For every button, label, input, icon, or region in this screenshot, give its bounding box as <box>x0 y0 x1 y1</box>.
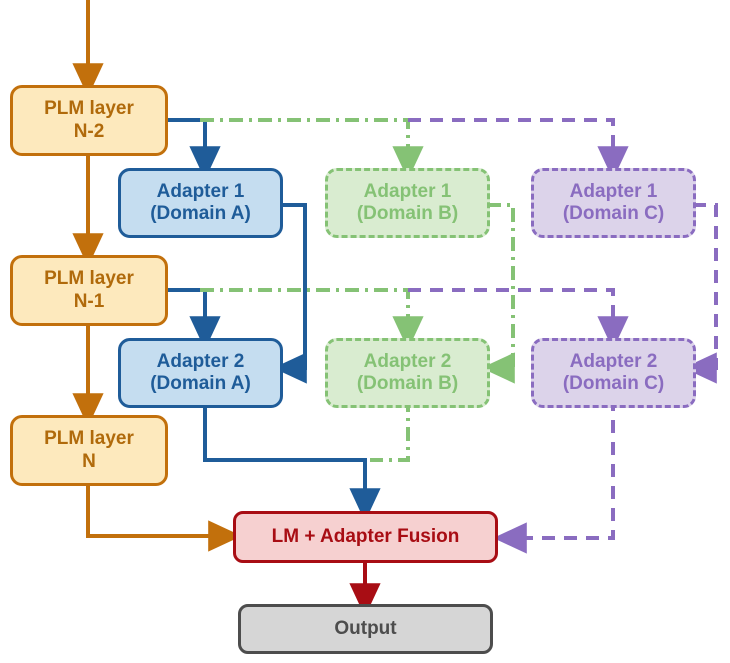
node-label-line2: (Domain C) <box>562 373 665 394</box>
node-adapter-1-domain-a[interactable]: Adapter 1 (Domain A) <box>118 168 283 238</box>
node-label-line2: N <box>82 450 96 472</box>
node-label-line1: Output <box>334 617 397 639</box>
node-label-line2: (Domain A) <box>150 203 251 224</box>
edge-plm-n1-to-adapter2-a <box>168 288 221 350</box>
edge-plm-n2-to-adapter1-c <box>408 118 629 180</box>
edge-adapter1-b-to-adapter2-b <box>481 203 515 384</box>
node-plm-layer-n-1[interactable]: PLM layer N-1 <box>10 255 168 326</box>
edge-plm-n2-to-adapter1-a <box>168 118 221 180</box>
node-label-line1: Adapter 2 <box>363 350 452 372</box>
node-adapter-2-domain-a[interactable]: Adapter 2 (Domain A) <box>118 338 283 408</box>
edge-adapter2-c-to-fusion <box>493 398 615 554</box>
node-label-line2: (Domain A) <box>150 373 251 394</box>
node-label-line1: PLM layer <box>44 428 134 450</box>
node-plm-layer-n-2[interactable]: PLM layer N-2 <box>10 85 168 156</box>
node-label-line1: PLM layer <box>44 98 134 120</box>
node-label-line1: Adapter 1 <box>156 180 245 202</box>
node-label-line1: Adapter 2 <box>569 350 658 372</box>
node-lm-adapter-fusion[interactable]: LM + Adapter Fusion <box>233 511 498 563</box>
edge-adapter2-a-to-fusion <box>203 398 381 522</box>
node-plm-layer-n[interactable]: PLM layer N <box>10 415 168 486</box>
edge-adapter2-b-to-fusion <box>370 398 410 462</box>
node-label-line2: (Domain B) <box>356 373 459 394</box>
edge-plm-n2-to-adapter1-b <box>200 118 424 180</box>
node-label-line1: LM + Adapter Fusion <box>271 525 460 547</box>
node-adapter-1-domain-c[interactable]: Adapter 1 (Domain C) <box>531 168 696 238</box>
edge-plm-n1-to-adapter2-c <box>408 288 629 350</box>
node-label-line2: N-1 <box>73 290 105 312</box>
edge-adapter1-c-to-adapter2-c <box>683 203 718 384</box>
node-adapter-2-domain-b[interactable]: Adapter 2 (Domain B) <box>325 338 490 408</box>
node-label-line2: N-2 <box>73 120 105 142</box>
node-output[interactable]: Output <box>238 604 493 654</box>
node-label-line2: (Domain C) <box>562 203 665 224</box>
node-label-line1: Adapter 2 <box>156 350 245 372</box>
node-adapter-1-domain-b[interactable]: Adapter 1 (Domain B) <box>325 168 490 238</box>
node-label-line1: Adapter 1 <box>569 180 658 202</box>
node-label-line2: (Domain B) <box>356 203 459 224</box>
edge-plm-n-to-fusion <box>86 486 242 552</box>
node-label-line1: PLM layer <box>44 268 134 290</box>
node-adapter-2-domain-c[interactable]: Adapter 2 (Domain C) <box>531 338 696 408</box>
edge-adapter1-a-to-adapter2-a <box>273 203 307 384</box>
node-label-line1: Adapter 1 <box>363 180 452 202</box>
